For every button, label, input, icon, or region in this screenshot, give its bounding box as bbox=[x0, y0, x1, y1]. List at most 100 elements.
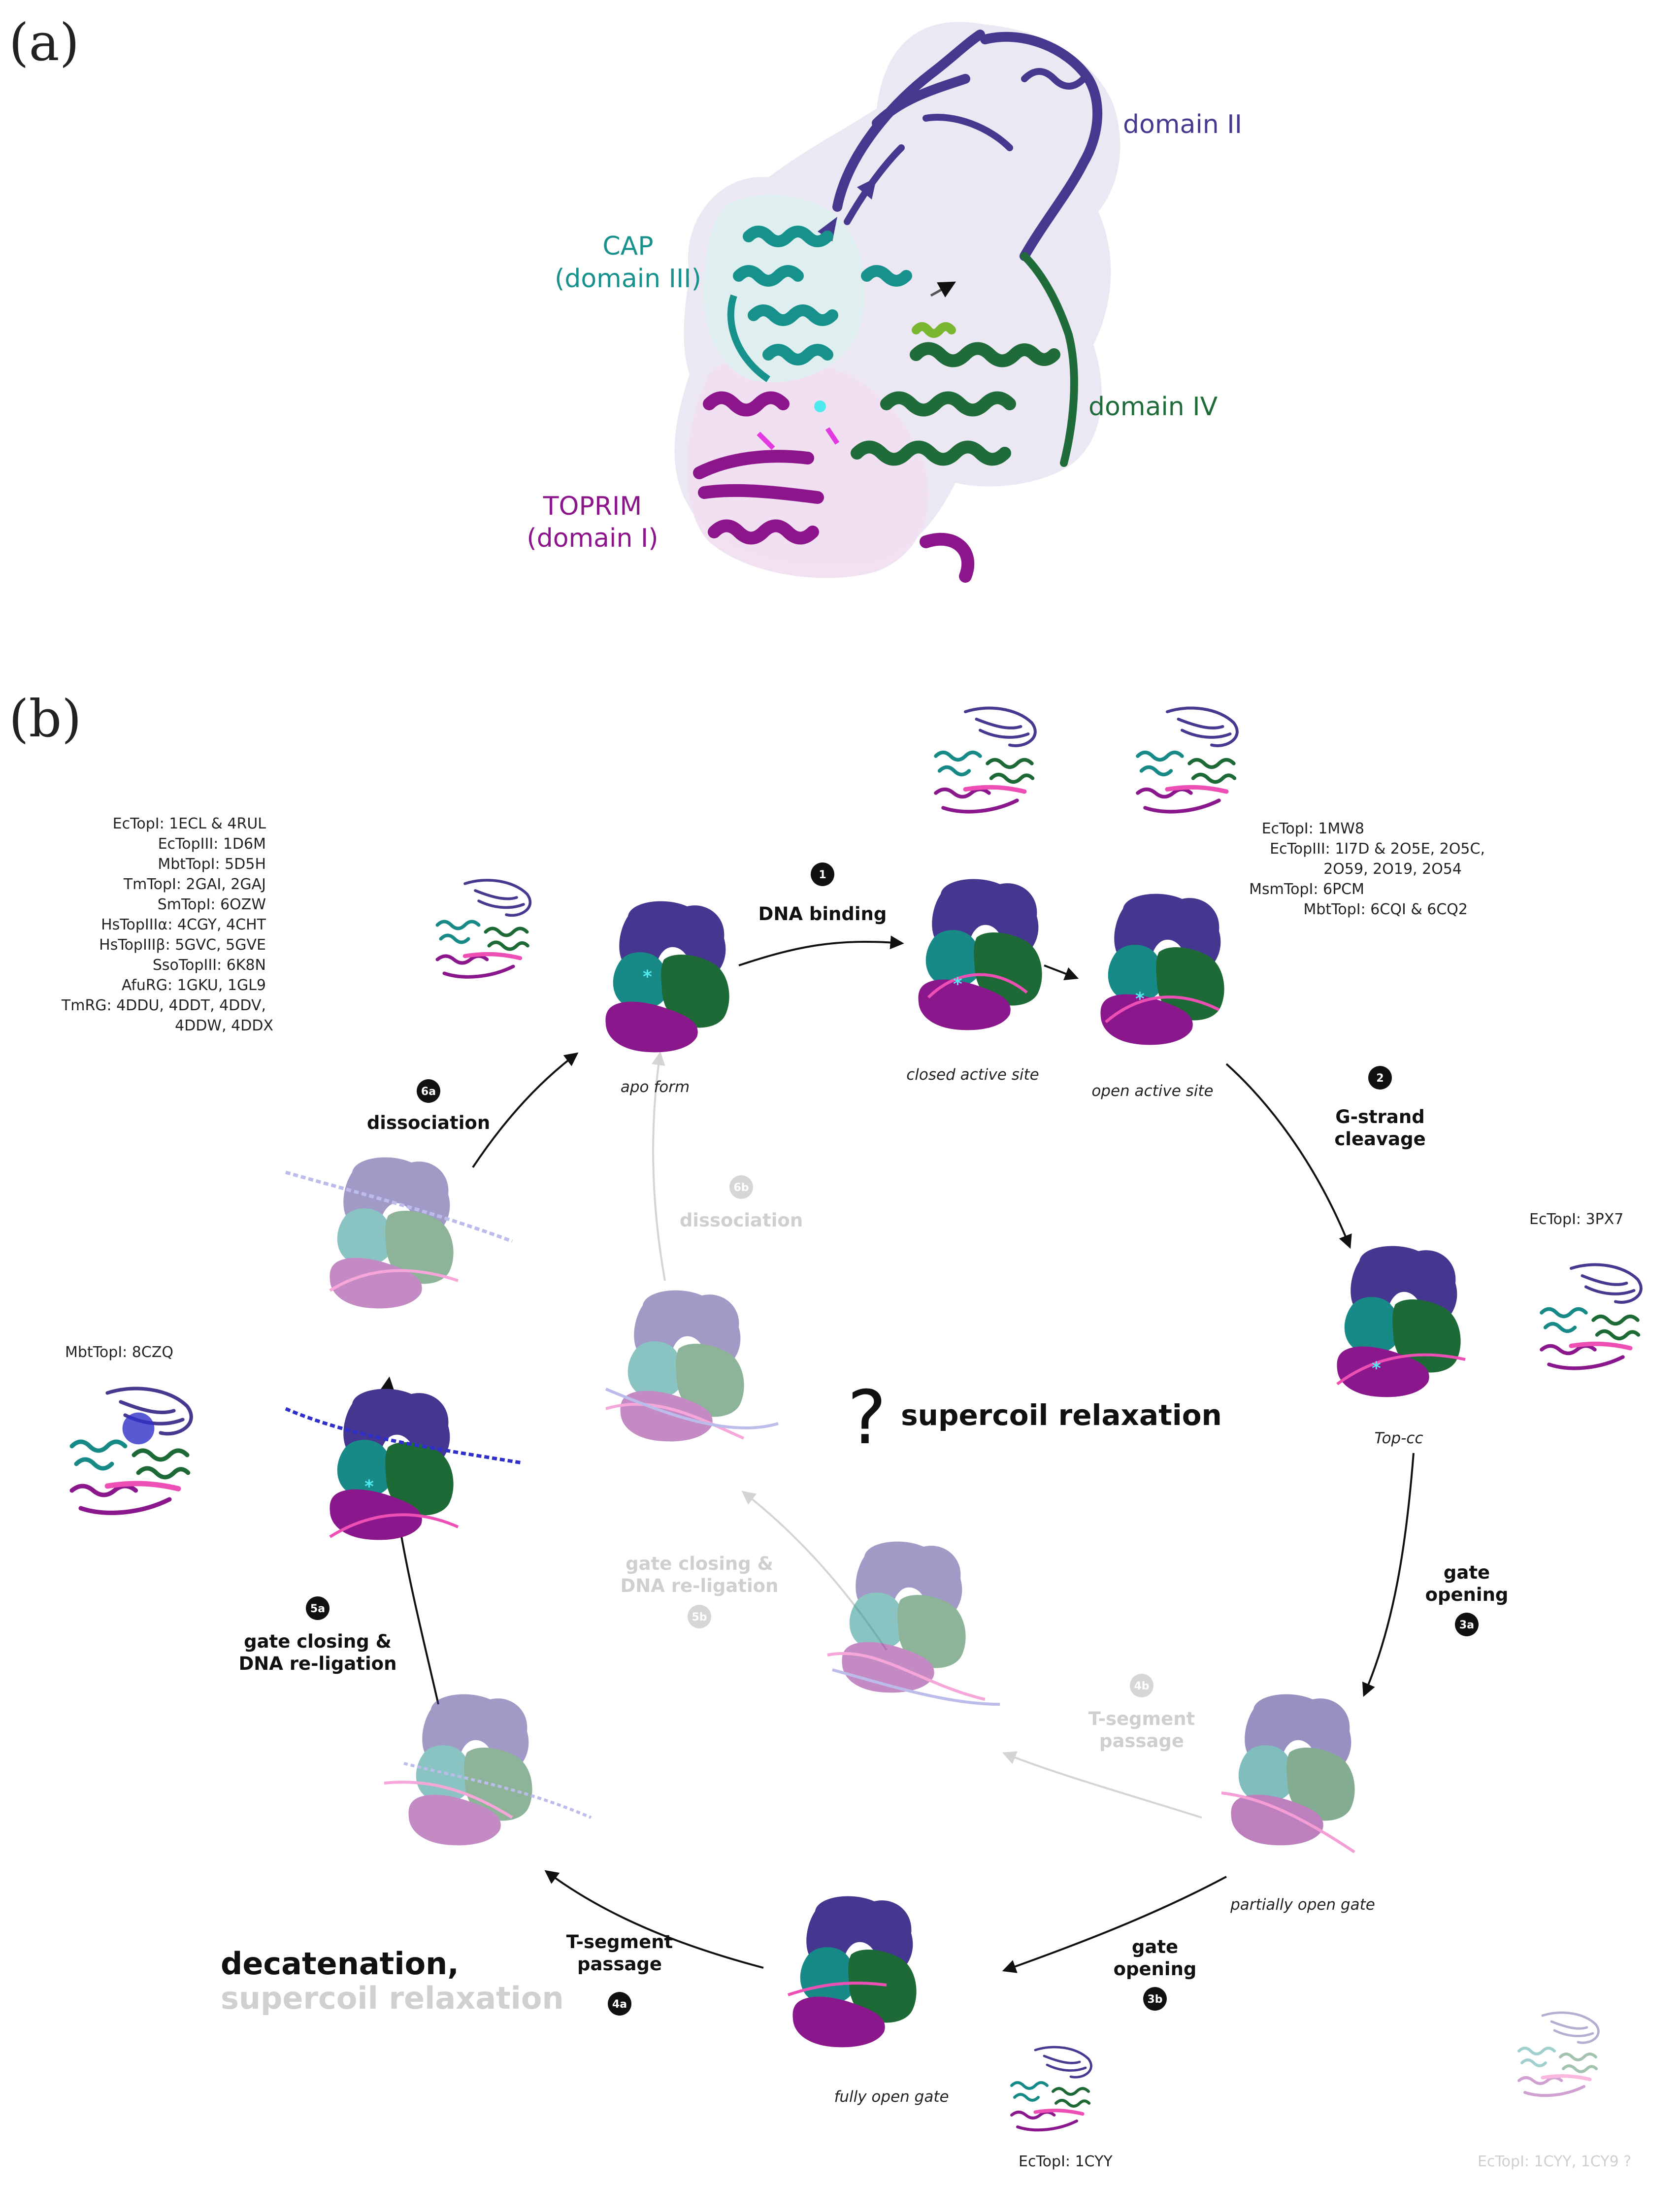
label-cap: CAP bbox=[602, 232, 653, 261]
svg-text:HsTopIIIβ: 5GVC, 5GVE: HsTopIIIβ: 5GVC, 5GVE bbox=[99, 936, 266, 954]
svg-text:2: 2 bbox=[1376, 1072, 1384, 1085]
svg-text:6a: 6a bbox=[421, 1086, 436, 1098]
svg-text:gate closing &: gate closing & bbox=[244, 1631, 392, 1652]
state-open: open active site bbox=[1091, 1082, 1213, 1100]
svg-text:4a: 4a bbox=[612, 1998, 627, 2011]
svg-text:dissociation: dissociation bbox=[367, 1112, 490, 1133]
label-domain-i: (domain I) bbox=[527, 524, 658, 553]
protein-5a: * bbox=[285, 1389, 523, 1540]
panel-a-label: (a) bbox=[9, 12, 79, 72]
protein-partial bbox=[1221, 1694, 1355, 1854]
svg-text:TmTopI: 2GAI, 2GAJ: TmTopI: 2GAI, 2GAJ bbox=[123, 876, 266, 893]
svg-text:opening: opening bbox=[1114, 1958, 1197, 1980]
svg-text:*: * bbox=[1372, 1358, 1381, 1379]
svg-text:*: * bbox=[643, 967, 652, 987]
pdb-topcc: EcTopI: 3PX7 bbox=[1529, 1211, 1623, 1228]
step-1: 1 DNA binding bbox=[758, 862, 887, 925]
svg-text:T-segment: T-segment bbox=[566, 1931, 673, 1953]
ribbon-8czq bbox=[72, 1389, 191, 1513]
svg-text:gate: gate bbox=[1444, 1562, 1490, 1583]
state-topcc: Top-cc bbox=[1374, 1429, 1423, 1447]
protein-full bbox=[788, 1896, 917, 2048]
svg-text:EcTopIII: 1D6M: EcTopIII: 1D6M bbox=[158, 835, 266, 853]
svg-text:cleavage: cleavage bbox=[1334, 1128, 1425, 1150]
step-6b: 6b dissociation bbox=[680, 1175, 803, 1231]
step-2: 2 G-strand cleavage bbox=[1334, 1066, 1426, 1150]
svg-text:gate closing &: gate closing & bbox=[626, 1553, 773, 1574]
svg-text:*: * bbox=[1135, 989, 1145, 1009]
protein-5b bbox=[827, 1541, 1000, 1706]
ribbon-full bbox=[1012, 2047, 1091, 2130]
svg-text:EcTopI: 1ECL & 4RUL: EcTopI: 1ECL & 4RUL bbox=[113, 815, 266, 832]
panel-b-label: (b) bbox=[9, 689, 82, 749]
protein-apo: * bbox=[605, 901, 729, 1053]
state-labels: apo form closed active site open active … bbox=[621, 1066, 1423, 2106]
step-4b: 4b T-segment passage bbox=[1088, 1674, 1195, 1752]
svg-text:DNA binding: DNA binding bbox=[758, 903, 887, 925]
protein-open: * bbox=[1100, 894, 1224, 1045]
svg-text:MbtTopI: 5D5H: MbtTopI: 5D5H bbox=[158, 856, 266, 873]
ribbon-apo bbox=[437, 880, 530, 977]
svg-text:AfuRG: 1GKU, 1GL9: AfuRG: 1GKU, 1GL9 bbox=[122, 977, 266, 994]
pdb-faded: EcTopI: 1CYY, 1CY9 ? bbox=[1478, 2153, 1631, 2170]
svg-text:5a: 5a bbox=[310, 1603, 325, 1615]
center-question-mark: ? bbox=[847, 1375, 887, 1461]
svg-text:gate: gate bbox=[1132, 1936, 1178, 1957]
svg-text:TmRG: 4DDU, 4DDT, 4DDV,: TmRG: 4DDU, 4DDT, 4DDV, bbox=[61, 997, 266, 1014]
svg-text:*: * bbox=[364, 1477, 374, 1497]
svg-text:*: * bbox=[953, 974, 962, 994]
ribbon-faded bbox=[1519, 2013, 1598, 2095]
bottom-label-line1: decatenation, bbox=[221, 1946, 459, 1982]
panel-a-domain-labels: domain II CAP (domain III) domain IV TOP… bbox=[527, 110, 1242, 553]
svg-text:DNA re-ligation: DNA re-ligation bbox=[239, 1653, 397, 1674]
svg-text:DNA re-ligation: DNA re-ligation bbox=[621, 1575, 779, 1596]
svg-text:SmTopI: 6OZW: SmTopI: 6OZW bbox=[158, 896, 266, 913]
svg-text:EcTopI: 1MW8: EcTopI: 1MW8 bbox=[1262, 820, 1364, 837]
state-full: fully open gate bbox=[834, 2088, 949, 2106]
step-4a: T-segment passage 4a bbox=[566, 1931, 673, 2016]
svg-text:5b: 5b bbox=[692, 1611, 707, 1623]
label-toprim: TOPRIM bbox=[543, 492, 642, 521]
bottom-label-line2: supercoil relaxation bbox=[221, 1980, 564, 2016]
ribbon-topcc bbox=[1542, 1265, 1641, 1368]
svg-text:dissociation: dissociation bbox=[680, 1210, 803, 1231]
svg-text:EcTopIII: 1I7D & 2O5E, 2O5C,: EcTopIII: 1I7D & 2O5E, 2O5C, bbox=[1270, 840, 1485, 858]
svg-text:2O59, 2O19, 2O54: 2O59, 2O19, 2O54 bbox=[1323, 861, 1462, 878]
svg-text:passage: passage bbox=[1099, 1730, 1184, 1752]
step-3a: gate opening 3a bbox=[1425, 1562, 1508, 1636]
ribbon-closed bbox=[936, 708, 1035, 812]
svg-text:1: 1 bbox=[819, 869, 826, 881]
state-apo: apo form bbox=[621, 1078, 690, 1096]
svg-text:4b: 4b bbox=[1134, 1680, 1149, 1692]
step-5a: 5a gate closing & DNA re-ligation bbox=[239, 1596, 397, 1674]
step-6a: 6a dissociation bbox=[367, 1079, 490, 1133]
pdb-full: EcTopI: 1CYY bbox=[1019, 2153, 1113, 2170]
label-domain-iv: domain IV bbox=[1088, 392, 1218, 422]
step-3b: gate opening 3b bbox=[1114, 1936, 1197, 2011]
protein-6b bbox=[605, 1290, 779, 1442]
svg-text:6b: 6b bbox=[733, 1182, 749, 1194]
pdb-list-apo: EcTopI: 1ECL & 4RUL EcTopIII: 1D6M MbtTo… bbox=[61, 815, 273, 1034]
pdb-list-open: EcTopI: 1MW8 EcTopIII: 1I7D & 2O5E, 2O5C… bbox=[1249, 820, 1485, 918]
svg-text:G-strand: G-strand bbox=[1335, 1106, 1424, 1127]
center-text: supercoil relaxation bbox=[901, 1398, 1222, 1432]
svg-text:HsTopIIIα: 4CGY, 4CHT: HsTopIIIα: 4CGY, 4CHT bbox=[101, 916, 266, 933]
protein-4a bbox=[384, 1694, 592, 1846]
pdb-8czq: MbtTopI: 8CZQ bbox=[65, 1344, 173, 1361]
state-partial: partially open gate bbox=[1230, 1896, 1375, 1914]
ribbon-open bbox=[1138, 708, 1237, 812]
bottom-label: decatenation, supercoil relaxation bbox=[221, 1946, 564, 2016]
step-5b: gate closing & DNA re-ligation 5b bbox=[621, 1553, 779, 1628]
svg-text:3a: 3a bbox=[1459, 1619, 1474, 1631]
protein-6a bbox=[285, 1157, 513, 1309]
protein-topcc: * bbox=[1336, 1246, 1466, 1397]
protein-closed: * bbox=[918, 879, 1042, 1030]
svg-text:MbtTopI: 6CQI & 6CQ2: MbtTopI: 6CQI & 6CQ2 bbox=[1303, 901, 1468, 918]
label-domain-ii: domain II bbox=[1123, 110, 1242, 139]
label-domain-iii: (domain III) bbox=[555, 264, 701, 294]
panel-a-structure bbox=[674, 22, 1120, 583]
svg-text:SsoTopIII: 6K8N: SsoTopIII: 6K8N bbox=[153, 957, 266, 974]
svg-text:T-segment: T-segment bbox=[1088, 1708, 1195, 1729]
svg-text:3b: 3b bbox=[1147, 1993, 1162, 2006]
state-closed: closed active site bbox=[906, 1066, 1039, 1084]
